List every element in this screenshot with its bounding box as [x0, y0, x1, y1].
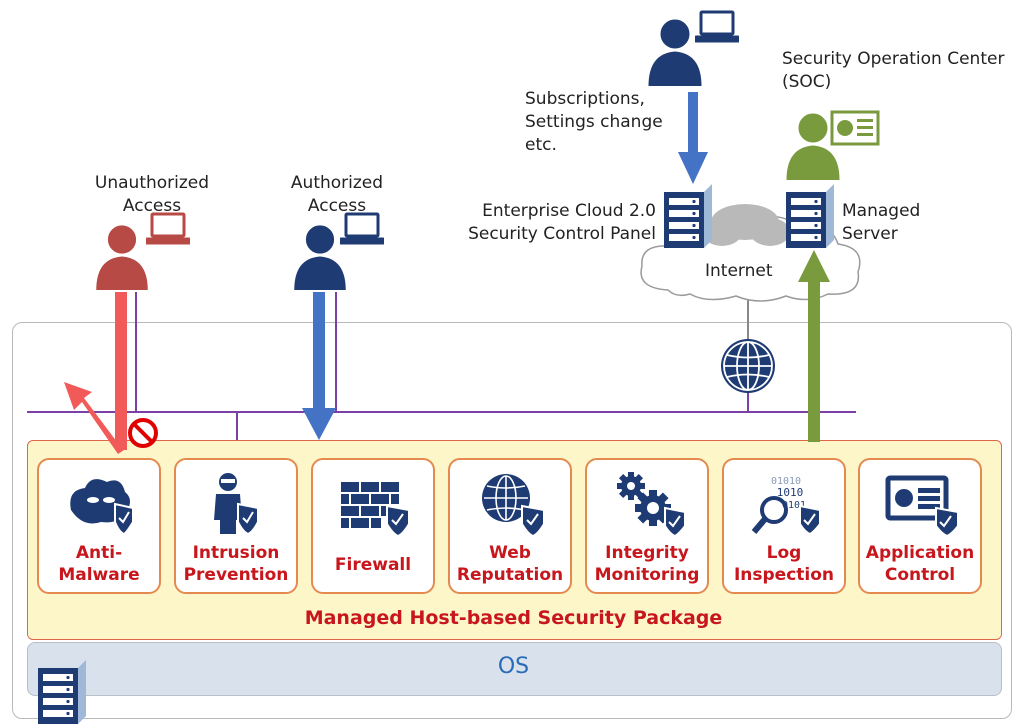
laptop-icon	[340, 212, 384, 246]
settings-arrow	[678, 92, 708, 184]
globe-icon	[721, 339, 775, 393]
package-title: Managed Host-based Security Package	[304, 607, 723, 629]
module-label: Log Inspection	[733, 543, 835, 585]
svg-text:01010: 01010	[771, 476, 801, 487]
module-label: Application Control	[865, 543, 975, 585]
malware-icon	[70, 479, 134, 536]
report-arrow	[798, 250, 830, 442]
admin-user-icon	[648, 19, 702, 86]
unauthorized-user-icon	[96, 225, 148, 290]
globe-icon	[482, 474, 545, 536]
blocked-access-arrow	[64, 292, 127, 454]
module-log-inspection: 01010 1010 0101 Log Inspection	[722, 458, 846, 594]
module-intrusion-prevention: Intrusion Prevention	[174, 458, 298, 594]
os-label: OS	[497, 654, 530, 679]
authorized-user-icon	[294, 225, 346, 290]
cloud-gray-icon	[702, 204, 790, 246]
host-server-icon	[38, 660, 86, 724]
laptop-icon	[146, 212, 190, 246]
subscriptions-note: Subscriptions, Settings change etc.	[525, 89, 663, 155]
unauthorized-access-label: Unauthorized Access	[94, 173, 210, 216]
module-web-reputation: Web Reputation	[448, 458, 572, 594]
authorized-access-label: Authorized Access	[290, 173, 384, 216]
module-label: Intrusion Prevention	[183, 543, 289, 585]
network-bus	[27, 292, 856, 440]
app-window-icon	[885, 475, 959, 536]
control-panel-server-icon	[664, 184, 712, 248]
blocked-icon	[128, 418, 158, 448]
laptop-icon	[695, 10, 739, 44]
module-label: Anti- Malware	[58, 543, 140, 585]
gears-icon	[617, 472, 686, 536]
module-label: Web Reputation	[456, 543, 564, 585]
svg-text:1010: 1010	[777, 486, 804, 499]
magnifier-binary-icon: 01010 1010 0101	[751, 476, 821, 536]
module-anti-malware: Anti- Malware	[37, 458, 161, 594]
module-application-control: Application Control	[858, 458, 982, 594]
module-label: Integrity Monitoring	[594, 543, 700, 585]
managed-server-label: Managed Server	[842, 201, 921, 244]
internet-label: Internet	[705, 261, 773, 281]
soc-label: Security Operation Center (SOC)	[782, 49, 1005, 92]
managed-server-icon	[786, 184, 834, 248]
module-label: Firewall	[334, 555, 412, 575]
intruder-icon	[214, 473, 259, 536]
report-board-icon	[830, 110, 880, 146]
os-bar	[27, 642, 1002, 696]
brick-wall-icon	[341, 482, 410, 536]
module-firewall: Firewall	[311, 458, 435, 594]
control-panel-label: Enterprise Cloud 2.0 Security Control Pa…	[468, 201, 656, 244]
authorized-access-arrow	[302, 292, 336, 440]
module-integrity-monitoring: Integrity Monitoring	[585, 458, 709, 594]
svg-text:0101: 0101	[782, 500, 806, 511]
